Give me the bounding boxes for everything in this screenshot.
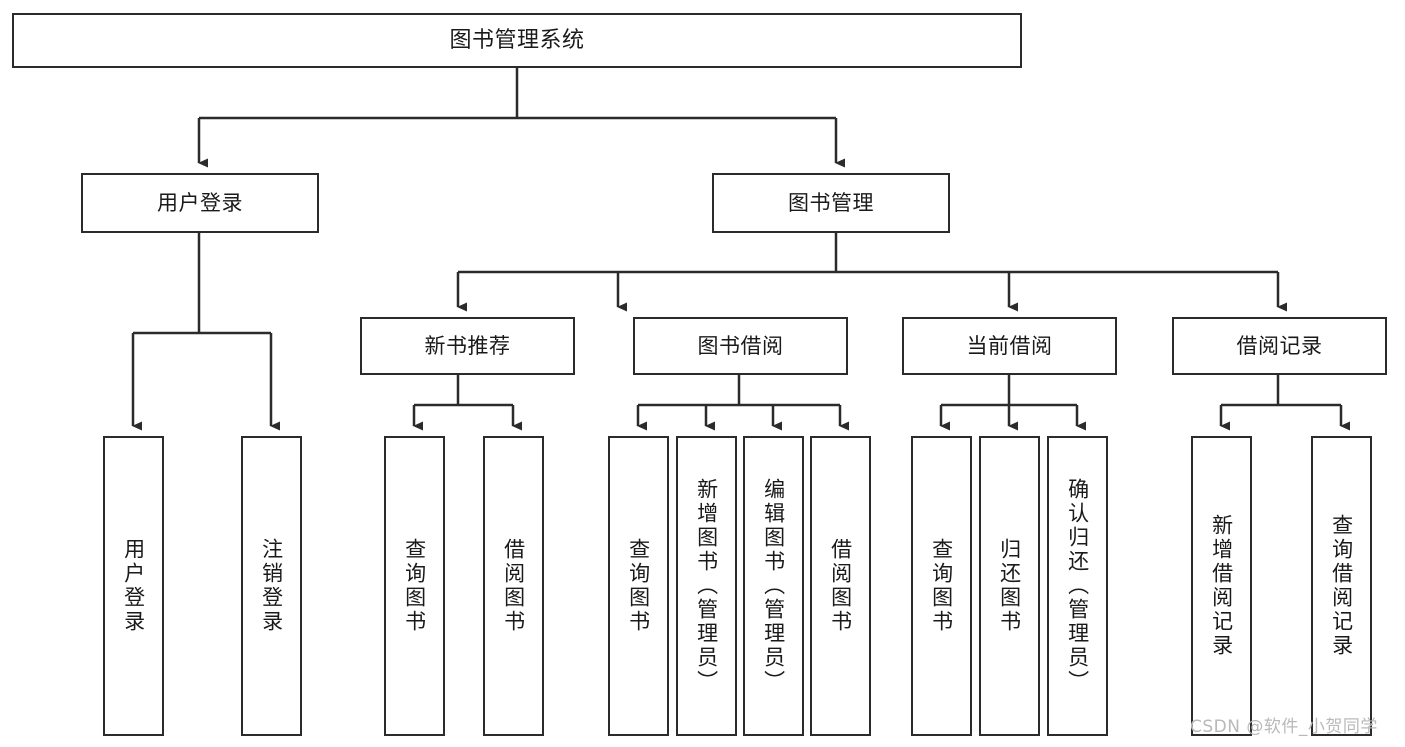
leaf-current-query-book[interactable]: 查询图书 (911, 436, 972, 736)
node-borrow-record[interactable]: 借阅记录 (1172, 317, 1387, 375)
node-user-login[interactable]: 用户登录 (81, 173, 319, 233)
node-label: 图书借阅 (697, 333, 784, 358)
leaf-user-login-login[interactable]: 用户登录 (103, 436, 164, 736)
node-label: 图书管理系统 (449, 27, 585, 53)
node-label: 用户登录 (121, 538, 146, 634)
node-label: 查询图书 (929, 538, 954, 634)
leaf-borrow-query-book[interactable]: 查询图书 (608, 436, 669, 736)
watermark-text: CSDN @软件_小贺同学 (1190, 717, 1378, 737)
node-label: 当前借阅 (966, 333, 1053, 358)
node-label: 查询图书 (626, 538, 651, 634)
node-label: 注销登录 (259, 538, 284, 634)
leaf-record-add-record[interactable]: 新增借阅记录 (1191, 436, 1252, 736)
leaf-borrow-add-book-admin[interactable]: 新增图书（管理员） (676, 436, 737, 736)
node-label: 用户登录 (157, 190, 243, 215)
node-book-borrow[interactable]: 图书借阅 (633, 317, 848, 375)
node-new-book-recommend[interactable]: 新书推荐 (360, 317, 575, 375)
leaf-borrow-edit-book-admin[interactable]: 编辑图书（管理员） (743, 436, 804, 736)
node-current-borrow[interactable]: 当前借阅 (902, 317, 1117, 375)
node-label: 图书管理 (788, 190, 874, 215)
node-label: 查询借阅记录 (1329, 514, 1354, 658)
node-book-management[interactable]: 图书管理 (712, 173, 950, 233)
node-label: 借阅图书 (828, 538, 853, 634)
node-label: 确认归还（管理员） (1065, 478, 1090, 694)
node-label: 新书推荐 (424, 333, 511, 358)
node-label: 新增图书（管理员） (694, 478, 719, 694)
node-label: 编辑图书（管理员） (761, 478, 786, 694)
node-label: 归还图书 (997, 538, 1022, 634)
leaf-user-login-logout[interactable]: 注销登录 (241, 436, 302, 736)
node-label: 查询图书 (402, 538, 427, 634)
leaf-recommend-borrow-book[interactable]: 借阅图书 (483, 436, 544, 736)
node-label: 借阅图书 (501, 538, 526, 634)
node-label: 借阅记录 (1236, 333, 1323, 358)
node-root-system[interactable]: 图书管理系统 (12, 13, 1022, 68)
leaf-recommend-query-book[interactable]: 查询图书 (384, 436, 445, 736)
leaf-record-query-record[interactable]: 查询借阅记录 (1311, 436, 1372, 736)
leaf-current-confirm-return-admin[interactable]: 确认归还（管理员） (1047, 436, 1108, 736)
node-label: 新增借阅记录 (1209, 514, 1234, 658)
leaf-current-return-book[interactable]: 归还图书 (979, 436, 1040, 736)
leaf-borrow-borrow-book[interactable]: 借阅图书 (810, 436, 871, 736)
